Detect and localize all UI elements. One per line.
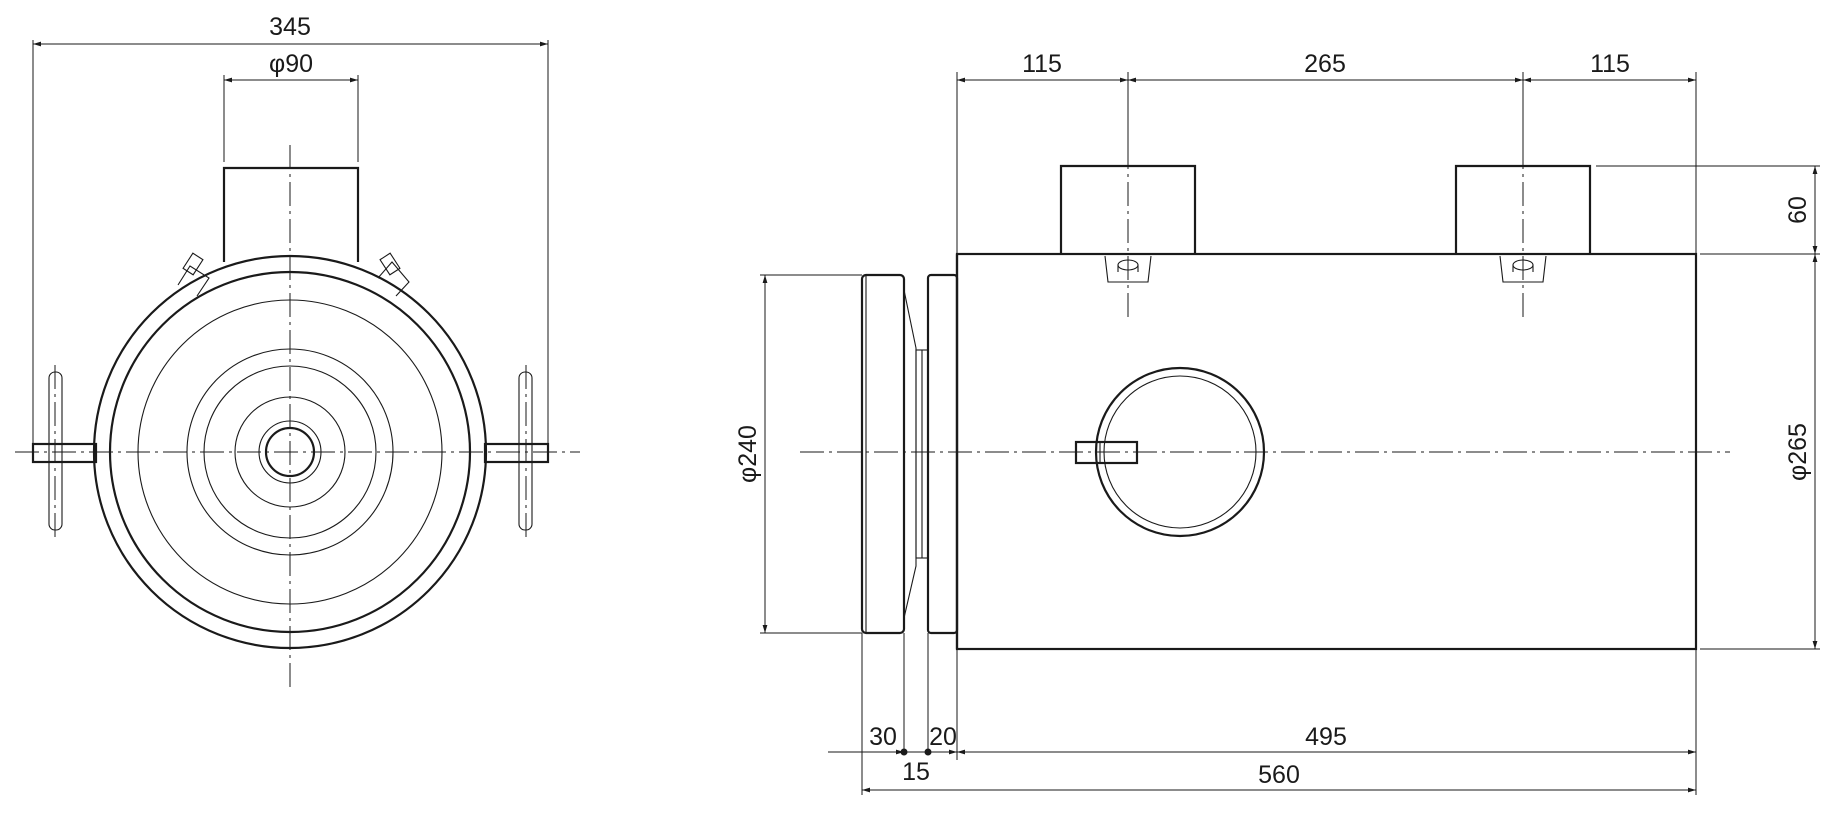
- side-lateral-port-outer: [1094, 366, 1266, 538]
- side-view: φ240 φ265 60 115 265 115 30: [734, 50, 1820, 795]
- side-lateral-port-lug: [1074, 440, 1139, 465]
- dim-label-overall-width: 345: [269, 13, 311, 41]
- dim-label-body-diameter: φ265: [1784, 423, 1812, 481]
- side-lateral-port-inner: [1103, 375, 1257, 529]
- front-view: 345 φ90: [15, 13, 580, 690]
- front-flange-circle: [137, 299, 443, 605]
- dim-label-overall-length: 560: [1258, 761, 1300, 789]
- front-body-inner-circle: [108, 270, 472, 634]
- front-handle-left: [31, 365, 98, 538]
- dim-label-port-spacing-middle: 265: [1304, 50, 1346, 78]
- dim-label-body-length: 495: [1305, 723, 1347, 751]
- dim-label-ring-thickness: 20: [929, 723, 957, 751]
- front-handle-right: [483, 365, 550, 538]
- front-hub-inner-circle: [203, 365, 377, 539]
- dim-label-port-spacing-left: 115: [1022, 50, 1062, 78]
- dim-label-port-diameter: φ90: [269, 50, 313, 78]
- front-hub-outer-circle: [186, 348, 394, 556]
- front-bolt-left: [177, 252, 210, 297]
- dim-label-port-height: 60: [1784, 196, 1812, 224]
- side-port-clamp-left: [1104, 255, 1152, 283]
- side-ring: [926, 273, 959, 635]
- front-top-port: [222, 166, 360, 262]
- side-flange: [860, 273, 906, 635]
- front-bolt-right: [377, 252, 410, 297]
- dim-label-gap-width: 15: [902, 758, 930, 786]
- dim-label-flange-diameter: φ240: [734, 425, 762, 483]
- side-port-clamp-right: [1499, 255, 1547, 283]
- front-boss-circle: [234, 396, 346, 508]
- front-bore-inner-circle: [264, 426, 316, 478]
- dim-label-flange-thickness: 30: [869, 723, 897, 751]
- dim-label-port-spacing-right: 115: [1590, 50, 1630, 78]
- front-bore-outer-circle: [258, 420, 322, 484]
